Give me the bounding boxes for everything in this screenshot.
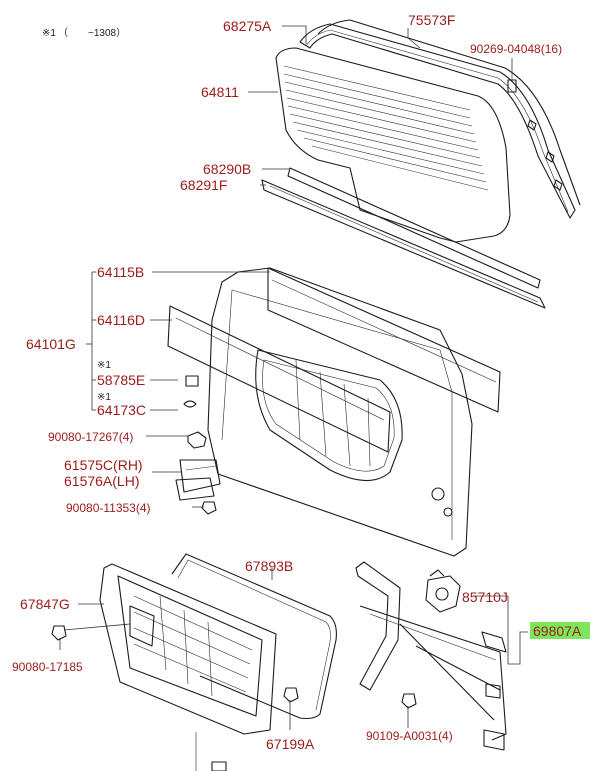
window-regulator-art	[355, 561, 507, 751]
part-label-90080-17185[interactable]: 90080-17185	[12, 660, 83, 674]
door-trim-board-art	[51, 563, 277, 771]
trim-seal-art	[171, 553, 337, 720]
remark-mark-2: ※1	[97, 392, 111, 403]
hinge-art	[175, 431, 221, 515]
part-label-85710J[interactable]: 85710J	[462, 589, 508, 605]
note-mark: ※1	[42, 28, 56, 39]
part-label-68291F[interactable]: 68291F	[180, 177, 227, 193]
part-label-69807A[interactable]: 69807A	[533, 623, 582, 639]
back-door-panel-art	[167, 267, 501, 557]
part-label-90080-17267[interactable]: 90080-17267(4)	[48, 430, 133, 444]
part-label-64115B[interactable]: 64115B	[97, 264, 144, 280]
back-window-glass-art	[275, 19, 581, 243]
part-label-90109-A0031[interactable]: 90109-A0031(4)	[366, 729, 453, 743]
part-label-64101G[interactable]: 64101G	[26, 336, 76, 352]
part-label-67199A[interactable]: 67199A	[266, 736, 315, 752]
part-label-90080-11353[interactable]: 90080-11353(4)	[66, 501, 151, 515]
part-label-90269-04048[interactable]: 90269-04048(16)	[470, 42, 562, 56]
part-label-61575C-rh[interactable]: 61575C(RH)	[64, 457, 143, 473]
part-label-61576A-lh[interactable]: 61576A(LH)	[64, 473, 140, 489]
part-label-68275A[interactable]: 68275A	[223, 18, 272, 34]
part-label-68290B[interactable]: 68290B	[203, 161, 251, 177]
part-label-64173C[interactable]: 64173C	[97, 402, 146, 418]
part-label-64811[interactable]: 64811	[201, 84, 239, 100]
part-label-67893B[interactable]: 67893B	[245, 558, 293, 574]
part-labels: 68275A 75573F 90269-04048(16) 64811 6829…	[12, 12, 590, 752]
part-label-75573F[interactable]: 75573F	[408, 12, 455, 28]
leader-lines	[59, 25, 528, 730]
part-label-67847G[interactable]: 67847G	[20, 596, 70, 612]
part-label-69807A-highlight	[530, 622, 590, 639]
part-label-64116D[interactable]: 64116D	[97, 312, 145, 328]
part-label-58785E[interactable]: 58785E	[97, 372, 145, 388]
window-run-art	[261, 167, 546, 309]
note-text: （ −1308）	[58, 27, 126, 39]
remark-mark-1: ※1	[97, 360, 111, 371]
